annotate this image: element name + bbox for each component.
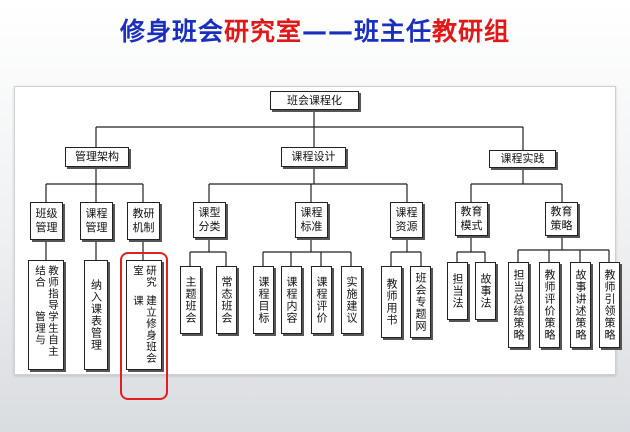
leaf-class-website: 班会专题网 [410, 266, 431, 338]
leaf-teacher-book: 教师用书 [381, 266, 402, 338]
node-class-management: 班级 管理 [30, 202, 63, 240]
leaf-course-goal: 课程目标 [253, 266, 274, 334]
highlight-outline [120, 252, 168, 400]
leaf-course-evaluation: 课程评价 [311, 266, 332, 334]
leaf-responsibility-summary: 担当总结策略 [508, 262, 529, 348]
leaf-course-content: 课程内容 [281, 266, 302, 334]
title-part-1: 修身班会 [119, 17, 224, 46]
leaf-into-schedule: 纳入课表管理 [84, 260, 108, 370]
leaf-build-course: 研究室 建立修身班会课 [126, 260, 162, 370]
leaf-story-telling: 故事讲述策略 [570, 262, 591, 348]
node-education-strategy: 教育 策略 [545, 202, 578, 236]
leaf-student-self: 学生自主管理与 [34, 311, 59, 358]
leaf-implementation-advice: 实施建议 [341, 266, 362, 334]
leaf-teacher-guide: 教师指导结合 [34, 265, 59, 311]
leaf-student-teacher: 教师指导结合 学生自主管理与 [28, 260, 64, 370]
leaf-story-method: 故事法 [475, 262, 496, 320]
leaf-teacher-evaluation: 教师评价策略 [539, 262, 560, 348]
title-part-3: ——班主任 [302, 17, 433, 46]
leaf-build-course-text: 建立修身班会课 [132, 295, 157, 364]
leaf-responsibility-method: 担当法 [447, 262, 468, 320]
leaf-research-room: 研究室 [132, 265, 157, 288]
node-education-mode: 教育 模式 [455, 202, 488, 236]
branch-practice: 课程实践 [489, 150, 556, 168]
node-course-type: 课型 分类 [193, 202, 226, 238]
branch-management: 管理架构 [65, 147, 129, 167]
node-course-management: 课程 管理 [80, 202, 113, 240]
node-research-mechanism: 教研 机制 [127, 202, 160, 240]
leaf-normal-class: 常态班会 [216, 266, 237, 334]
node-course-resource: 课程 资源 [390, 202, 423, 238]
slide-title: 修身班会研究室——班主任教研组 [0, 12, 630, 48]
leaf-teacher-leading: 教师引领策略 [599, 262, 620, 348]
branch-design: 课程设计 [281, 147, 346, 167]
leaf-theme-class: 主题班会 [180, 266, 201, 334]
title-part-2: 研究室 [223, 17, 302, 46]
title-part-4: 教研组 [432, 17, 511, 46]
node-course-standard: 课程 标准 [295, 202, 328, 238]
root-node: 班会课程化 [270, 91, 359, 110]
